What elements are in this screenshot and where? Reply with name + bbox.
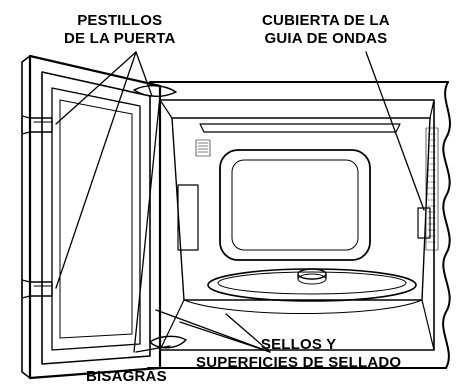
vent-grille-right — [425, 127, 439, 251]
hinge — [149, 335, 187, 349]
label-door-latches: PESTILLOS DE LA PUERTA — [64, 12, 176, 48]
label-hinges: BISAGRAS — [86, 368, 167, 386]
label-hinges-text: BISAGRAS — [86, 368, 167, 385]
door-latch-bottom — [21, 279, 53, 299]
leader-lines — [55, 51, 425, 353]
label-seals: SELLOS Y SUPERFICIES DE SELLADO — [196, 336, 401, 372]
microwave-door — [21, 54, 187, 380]
vent-grille-left — [195, 139, 211, 157]
door-latch-top — [21, 115, 53, 135]
label-seals-line1: SELLOS Y — [260, 336, 337, 353]
label-waveguide-cover-line2: GUIA DE ONDAS — [264, 30, 388, 47]
label-seals-line2: SUPERFICIES DE SELLADO — [196, 354, 402, 371]
microwave-body — [147, 81, 451, 369]
waveguide-cover — [417, 207, 431, 239]
label-waveguide-cover: CUBIERTA DE LA GUIA DE ONDAS — [262, 12, 390, 48]
label-waveguide-cover-line1: CUBIERTA DE LA — [262, 12, 390, 29]
label-door-latches-line1: PESTILLOS — [77, 12, 163, 29]
turntable — [207, 268, 417, 302]
label-door-latches-line2: DE LA PUERTA — [64, 30, 176, 47]
